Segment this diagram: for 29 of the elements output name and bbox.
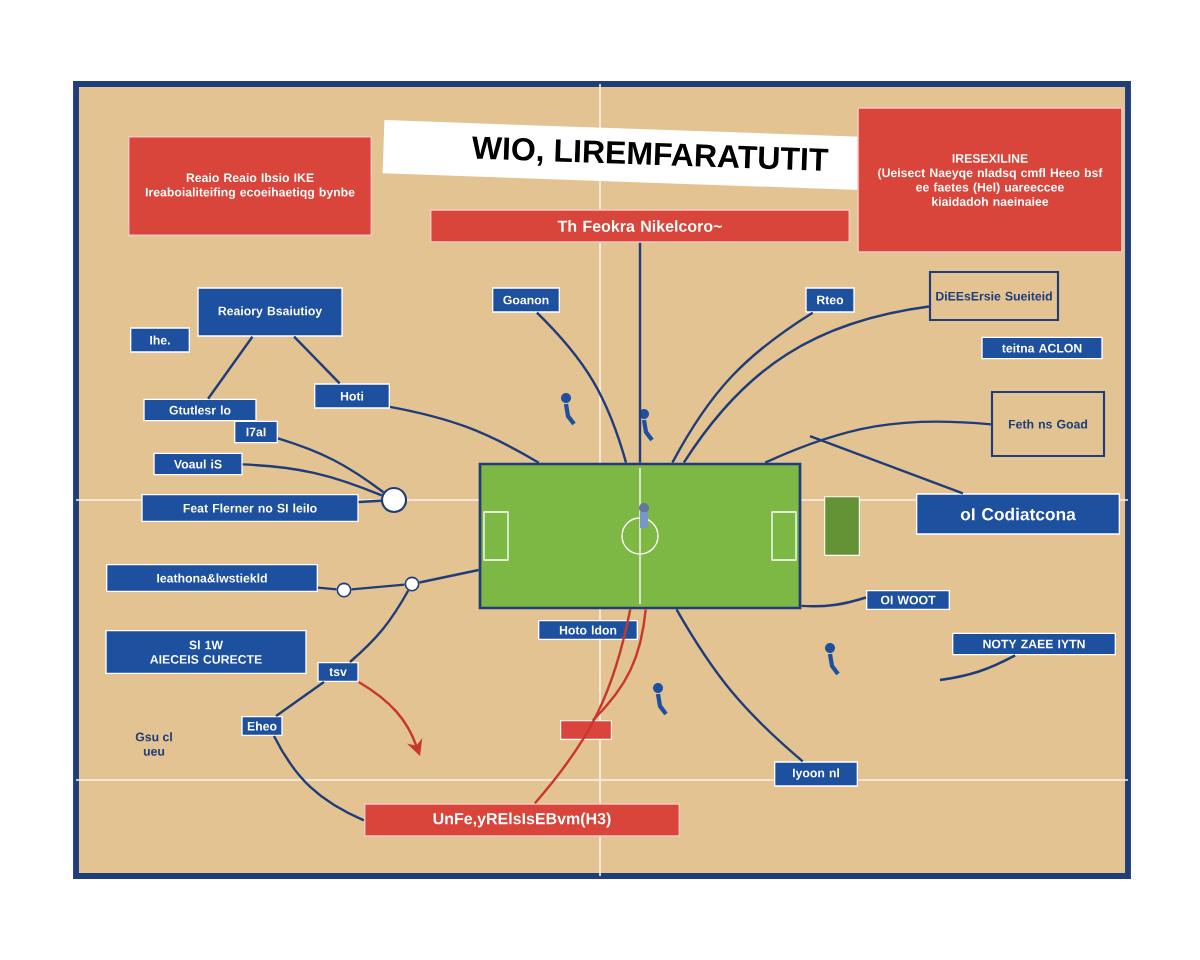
connector-line: [351, 583, 405, 591]
banner: UnFe,yRElsIsEBvm(H3): [363, 803, 681, 837]
connector-line: [671, 311, 814, 464]
connector-line: [389, 405, 540, 464]
connector-line: [242, 463, 383, 497]
connector-line: [207, 336, 254, 400]
connector-line: [801, 596, 867, 608]
connector-line: [809, 434, 964, 495]
connector-line: [675, 608, 804, 763]
connector-line: [358, 499, 382, 504]
soccer-field-drawing: [478, 462, 802, 610]
connector-line: [534, 609, 632, 804]
connector-line: [536, 311, 628, 464]
connector-line: [592, 609, 647, 721]
connector-line: [275, 681, 325, 717]
connector-line: [277, 437, 385, 494]
connector-line: [638, 242, 642, 463]
connector-line: [349, 589, 410, 663]
connector-line: [293, 335, 341, 385]
connector-line: [317, 586, 337, 591]
connector-line: [419, 568, 479, 584]
connector-line: [939, 654, 1016, 682]
connector-line: [764, 420, 992, 464]
connector-line: [682, 305, 930, 464]
connector-line: [272, 735, 365, 822]
label-box: oI Codiatcona: [916, 493, 1120, 535]
card-icon: [824, 496, 860, 556]
banner: [560, 720, 612, 740]
banner: Th Feokra Nikelcoro~: [429, 209, 851, 243]
